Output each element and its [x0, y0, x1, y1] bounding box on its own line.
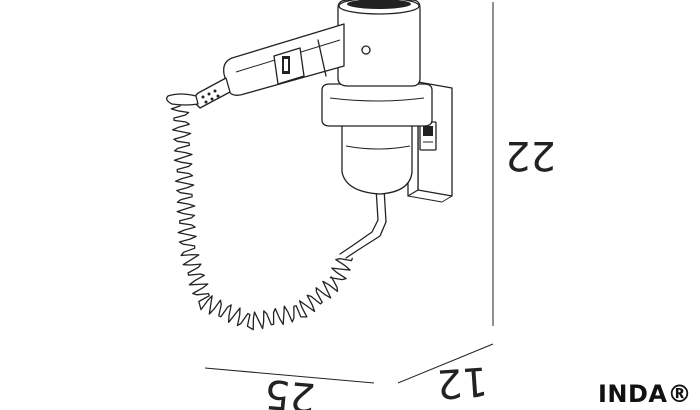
- height-label: 22: [505, 132, 556, 178]
- dryer-handle: [223, 23, 345, 96]
- dryer-holder: [321, 83, 433, 195]
- supply-hose: [339, 187, 379, 255]
- dimension-height: 22: [492, 2, 556, 326]
- coiled-cord: [170, 105, 353, 331]
- cord-strain-relief: [166, 77, 231, 109]
- handle-switch: [273, 47, 305, 85]
- dryer-body: [337, 0, 421, 87]
- dimension-width: 25: [204, 367, 375, 410]
- dimension-depth: 12: [397, 343, 494, 407]
- brand-logo: INDA®: [597, 380, 692, 408]
- width-label: 25: [262, 370, 317, 410]
- depth-label: 12: [435, 357, 489, 406]
